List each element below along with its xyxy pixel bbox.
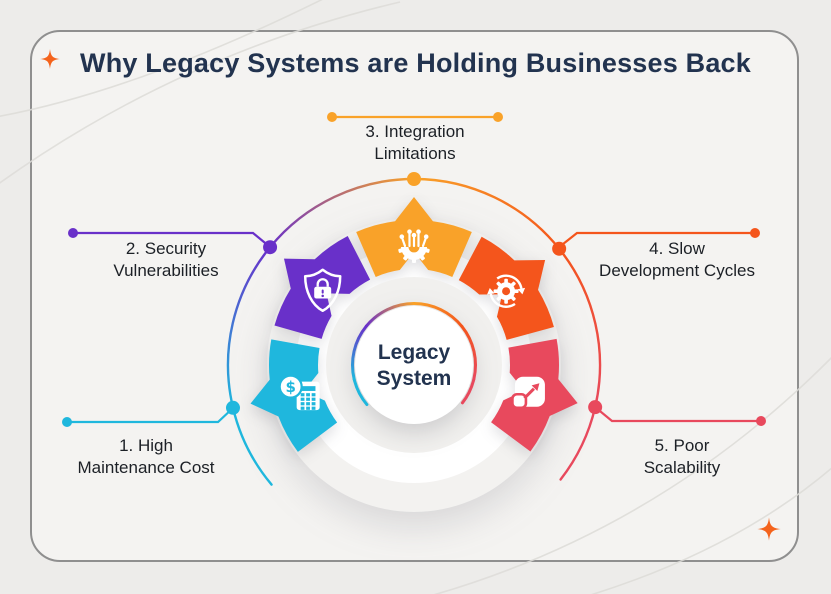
ring-node-top	[407, 172, 421, 186]
wedge-group	[250, 197, 578, 452]
ring-segment	[460, 377, 476, 405]
ring-node-left	[263, 240, 278, 255]
item-label-integration-limitations: 3. Integration Limitations	[365, 122, 465, 164]
page-title: Why Legacy Systems are Holding Businesse…	[80, 48, 751, 78]
ring-segment	[364, 302, 416, 328]
ring-segment	[557, 247, 602, 409]
ring-node-bottom-left	[225, 400, 240, 415]
ring-segment	[268, 177, 416, 249]
connector-end-dot-bottom-left	[62, 417, 72, 427]
wheel-hub	[355, 306, 473, 424]
ring-node-bottom-right	[588, 400, 603, 415]
connector-line-right	[557, 231, 755, 249]
connector-end-dot-bottom-right	[756, 416, 766, 426]
ring-segment	[226, 245, 272, 409]
connector-end-dot-top	[493, 112, 503, 122]
connector-line-bottom-right	[594, 406, 761, 423]
ring-segment	[231, 406, 273, 486]
ring-segment	[412, 177, 561, 250]
ring-segment	[460, 325, 477, 381]
connector-end-dot-left	[68, 228, 78, 238]
ring-node-right	[552, 241, 567, 256]
connector-line-bottom-left	[67, 407, 234, 424]
item-label-high-maintenance-cost: 1. High Maintenance Cost	[77, 436, 215, 478]
center-label: Legacy System	[376, 341, 452, 391]
item-label-slow-development-cycles: 4. Slow Development Cycles	[599, 239, 755, 281]
ring-segment	[412, 302, 464, 329]
connector-end-dot-top	[327, 112, 337, 122]
connector-line-left	[73, 231, 271, 248]
connector-end-dot-right	[750, 228, 760, 238]
ring-segment	[351, 324, 368, 381]
item-label-security-vulnerabilities: 2. Security Vulnerabilities	[113, 239, 219, 281]
scalability-icon	[510, 375, 547, 410]
item-label-poor-scalability: 5. Poor Scalability	[643, 436, 721, 478]
